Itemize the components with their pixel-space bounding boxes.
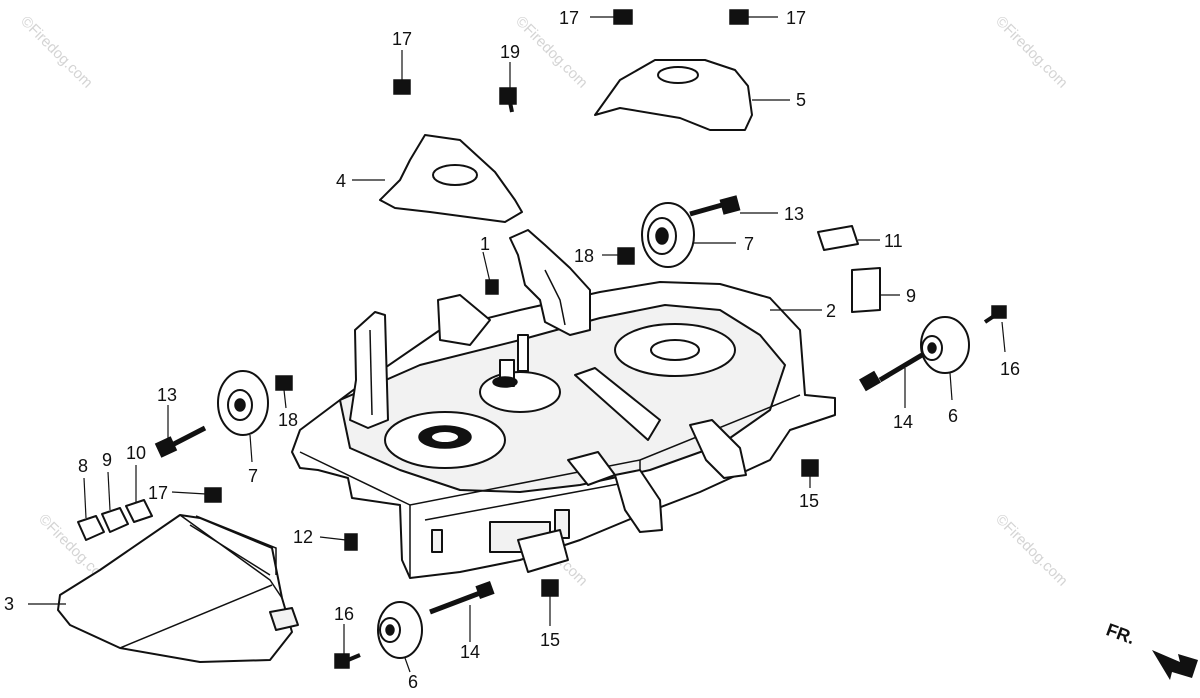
discharge-chute xyxy=(57,514,299,663)
belt-cover-right xyxy=(594,59,753,131)
pulley-top xyxy=(641,202,695,268)
callout-18: 18 xyxy=(574,246,594,266)
arrow-right-icon xyxy=(1152,650,1198,680)
nut-17 xyxy=(729,9,749,25)
watermark: ©Firedog.com xyxy=(992,13,1071,92)
callout-15: 15 xyxy=(799,491,819,511)
callout-10: 10 xyxy=(126,443,146,463)
leader-lines xyxy=(28,16,1006,673)
decals xyxy=(77,225,881,541)
callout-16: 16 xyxy=(334,604,354,624)
axle-bolt-left xyxy=(429,581,495,615)
callout-19: 19 xyxy=(500,42,520,62)
watermark: ©Firedog.com xyxy=(17,13,96,92)
nut-18 xyxy=(617,247,635,265)
belt-cover-left xyxy=(379,134,523,223)
callout-14: 14 xyxy=(893,412,913,432)
callout-14: 14 xyxy=(460,642,480,662)
watermark: ©Firedog.com xyxy=(992,511,1071,590)
label-11 xyxy=(817,225,859,251)
gauge-wheel-right xyxy=(920,316,970,374)
front-indicator: FR. xyxy=(1104,619,1198,680)
callouts: 1 2 3 4 5 6 6 7 7 8 9 9 10 11 12 13 13 1… xyxy=(4,8,1020,692)
callout-6: 6 xyxy=(408,672,418,692)
axle-bolt-right xyxy=(859,352,924,392)
nut-18 xyxy=(275,375,293,391)
callout-6: 6 xyxy=(948,406,958,426)
front-label: FR. xyxy=(1104,619,1138,648)
label-8 xyxy=(77,515,105,541)
hardware xyxy=(204,9,1007,669)
callout-18: 18 xyxy=(278,410,298,430)
callout-11: 11 xyxy=(884,231,903,251)
bolt-16 xyxy=(991,305,1007,319)
label-9 xyxy=(851,267,881,313)
nut-15 xyxy=(541,579,559,597)
callout-4: 4 xyxy=(336,171,346,191)
callout-16: 16 xyxy=(1000,359,1020,379)
callout-13: 13 xyxy=(784,204,804,224)
bolt-1 xyxy=(485,279,499,295)
callout-7: 7 xyxy=(744,234,754,254)
callout-2: 2 xyxy=(826,301,836,321)
gauge-wheel-left xyxy=(377,601,423,659)
callout-13: 13 xyxy=(157,385,177,405)
nut-17 xyxy=(393,79,411,95)
bolt-13-top xyxy=(689,195,741,217)
callout-9: 9 xyxy=(102,450,112,470)
mower-deck xyxy=(291,229,836,579)
nut-17 xyxy=(204,487,222,503)
bolt-16 xyxy=(334,653,350,669)
watermark: ©Firedog.com xyxy=(512,13,591,92)
callout-1: 1 xyxy=(480,234,490,254)
callout-12: 12 xyxy=(293,527,313,547)
callout-17: 17 xyxy=(786,8,806,28)
nut-17 xyxy=(613,9,633,25)
bolt-13-left xyxy=(154,425,207,458)
label-9 xyxy=(101,507,129,533)
bolt-19 xyxy=(499,87,517,105)
callout-17: 17 xyxy=(392,29,412,49)
callout-9: 9 xyxy=(906,286,916,306)
callout-17: 17 xyxy=(148,483,168,503)
callout-5: 5 xyxy=(796,90,806,110)
pulley-left xyxy=(217,370,269,436)
callout-3: 3 xyxy=(4,594,14,614)
callout-7: 7 xyxy=(248,466,258,486)
label-10 xyxy=(125,499,153,523)
bolt-12 xyxy=(344,533,358,551)
callout-15: 15 xyxy=(540,630,560,650)
nut-15 xyxy=(801,459,819,477)
callout-8: 8 xyxy=(78,456,88,476)
callout-17: 17 xyxy=(559,8,579,28)
